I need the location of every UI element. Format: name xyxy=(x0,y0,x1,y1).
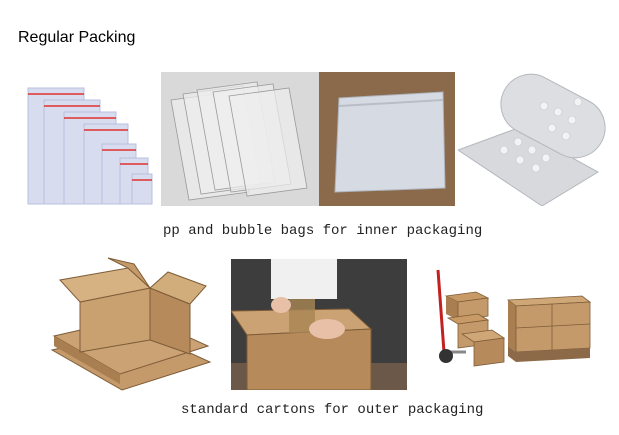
outer-packaging-caption: standard cartons for outer packaging xyxy=(181,402,484,418)
carton-pallet-photo xyxy=(432,262,596,374)
open-cartons-photo xyxy=(50,250,212,396)
zip-lock-bags-photo xyxy=(24,82,154,206)
inner-packaging-caption: pp and bubble bags for inner packaging xyxy=(163,223,483,239)
bubble-wrap-roll-photo xyxy=(458,72,614,206)
pp-bag-photo xyxy=(319,72,455,206)
pp-bags-stack-photo xyxy=(161,72,319,206)
taping-carton-photo xyxy=(231,259,407,390)
page-title: Regular Packing xyxy=(18,29,136,46)
